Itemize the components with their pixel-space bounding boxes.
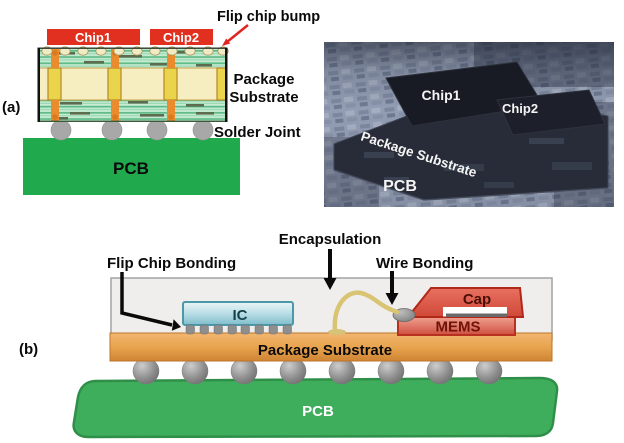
panel-b-letter: (b) — [19, 341, 38, 358]
wire-bonding-label: Wire Bonding — [376, 255, 473, 272]
panel-b-pcb-label: PCB — [302, 403, 334, 420]
photo-slab-edge-highlight — [333, 169, 609, 201]
ic-label: IC — [233, 307, 248, 324]
substrate-bottom-edge — [37, 120, 228, 122]
panel-a-pcb-label: PCB — [113, 159, 149, 178]
solder-joint-label: Solder Joint — [214, 124, 301, 141]
cap-seal-bar — [446, 313, 507, 317]
panel-a-solder-balls — [50, 119, 214, 141]
substrate-top-edge — [37, 47, 228, 49]
photo-chip2-label: Chip2 — [502, 101, 538, 116]
ic-block — [182, 301, 294, 326]
chip1-label: Chip1 — [75, 30, 111, 45]
core-vias-yellow — [47, 67, 227, 101]
panel-a-photo: Chip1 Chip2 Package Substrate PCB — [324, 42, 614, 207]
chip2-label: Chip2 — [163, 30, 199, 45]
cap-cavity — [443, 307, 507, 317]
photo-chip2-die — [496, 89, 606, 136]
panel-a-package-substrate-label-line2: Substrate — [229, 89, 298, 106]
panel-a-substrate — [37, 46, 229, 122]
panel-b-package-substrate-label: Package Substrate — [258, 342, 392, 359]
photo-pcb-label: PCB — [383, 178, 417, 195]
wire-bonding-arrow — [385, 271, 399, 305]
flip-chip-bonding-arrow — [120, 272, 181, 331]
ic-bump-row — [185, 324, 292, 335]
panel-b-package-substrate-block — [109, 332, 553, 362]
substrate-core — [38, 67, 227, 101]
panel-a-package-substrate-label-line1: Package — [234, 71, 295, 88]
panel-a-diagram: (a) PCB — [2, 9, 320, 195]
flip-chip-bump-arrow — [222, 24, 249, 46]
photo-chip1-label: Chip1 — [422, 87, 461, 103]
encapsulation-label: Encapsulation — [279, 231, 382, 248]
photo-substrate-texture — [364, 138, 592, 188]
panel-a-pcb-block — [23, 138, 240, 195]
encapsulation-arrow — [323, 249, 337, 290]
mems-label: MEMS — [436, 319, 481, 336]
flip-chip-bonding-label: Flip Chip Bonding — [107, 255, 236, 272]
panel-b-pcb-block — [72, 376, 559, 439]
chip1-block — [47, 29, 140, 45]
substrate-right-edge — [225, 48, 228, 122]
panel-b-diagram: (b) PCB Package Substrate IC MEMS — [19, 231, 559, 439]
cap-label: Cap — [463, 291, 491, 308]
substrate-left-edge — [37, 48, 40, 122]
flip-chip-bump-label: Flip chip bump — [217, 9, 320, 25]
panel-a-letter: (a) — [2, 99, 20, 116]
chip2-block — [150, 29, 213, 45]
bond-wire — [332, 290, 400, 334]
